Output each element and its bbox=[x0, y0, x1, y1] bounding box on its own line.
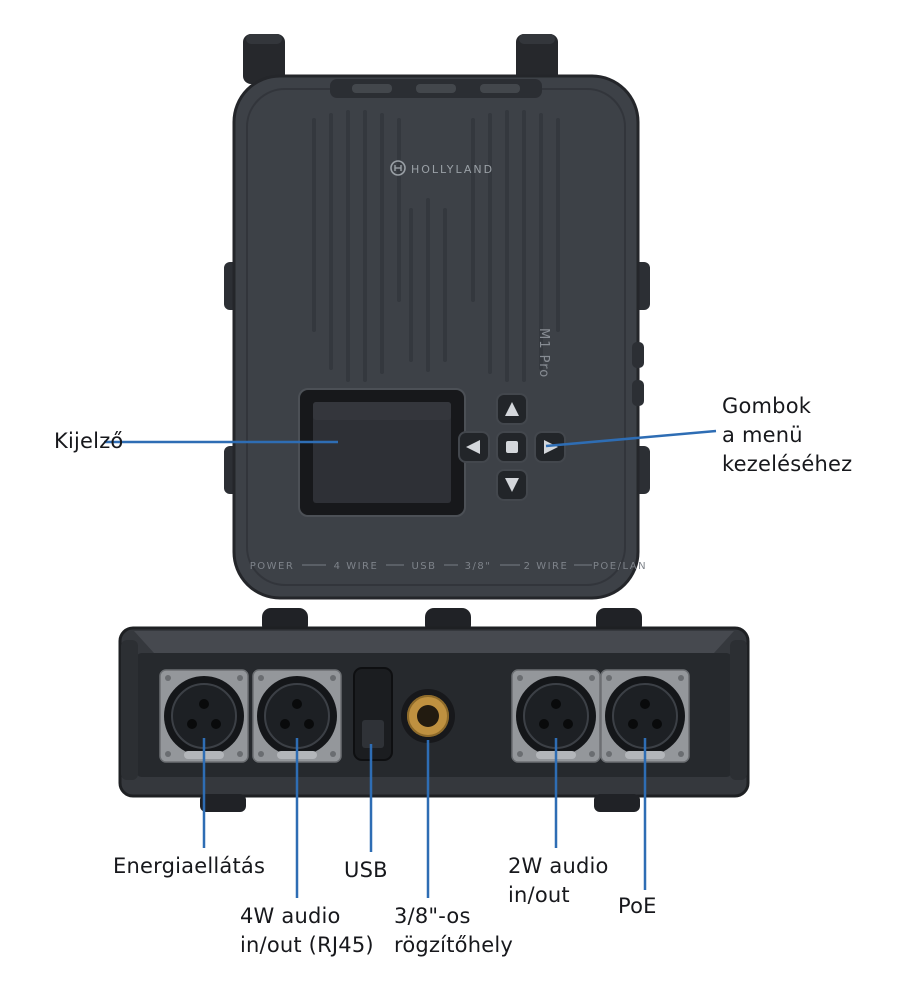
callout-line-buttons bbox=[545, 429, 717, 448]
callout-label-4w-audio: 4W audio in/out (RJ45) bbox=[240, 904, 374, 957]
button-down[interactable] bbox=[496, 469, 528, 501]
side-button-1 bbox=[632, 342, 644, 368]
port-label-38: 3/8" bbox=[465, 561, 492, 572]
usb-port[interactable] bbox=[353, 667, 393, 761]
connector-poe[interactable] bbox=[600, 669, 690, 763]
callout-label-2w-audio: 2W audio in/out bbox=[508, 854, 609, 907]
top-strip bbox=[330, 79, 542, 98]
button-left[interactable] bbox=[458, 431, 490, 463]
brand-logo: HOLLYLAND bbox=[390, 160, 494, 176]
connector-power[interactable] bbox=[159, 669, 249, 763]
callout-label-menu-buttons: Gombok a menü kezeléséhez bbox=[722, 394, 853, 476]
callout-label-usb: USB bbox=[344, 858, 388, 882]
arrow-left-icon bbox=[466, 440, 480, 454]
callout-label-display: Kijelző bbox=[54, 429, 124, 453]
callout-lines bbox=[104, 429, 717, 898]
callout-label-mount: 3/8"-os rögzítőhely bbox=[394, 904, 513, 957]
bottom-top-face bbox=[134, 631, 734, 653]
button-up[interactable] bbox=[496, 393, 528, 425]
arrow-down-icon bbox=[505, 478, 519, 492]
device-bottom-view bbox=[118, 608, 750, 812]
model-text: M1 Pro bbox=[536, 328, 551, 378]
foot-left bbox=[200, 794, 246, 812]
port-label-usb: USB bbox=[411, 561, 436, 572]
port-label-4wire: 4 WIRE bbox=[334, 561, 379, 572]
right-endcap bbox=[730, 640, 747, 780]
square-icon bbox=[506, 441, 518, 453]
port-label-2wire: 2 WIRE bbox=[524, 561, 569, 572]
button-center[interactable] bbox=[496, 431, 528, 463]
menu-buttons[interactable] bbox=[458, 393, 566, 501]
arrow-right-icon bbox=[544, 440, 558, 454]
side-button-2 bbox=[632, 380, 644, 406]
port-label-poelan: POE/LAN bbox=[593, 561, 647, 572]
display-screen bbox=[298, 388, 466, 517]
left-endcap bbox=[121, 640, 138, 780]
device-rear-view: HOLLYLAND M1 Pro bbox=[224, 34, 650, 600]
vent-ribs bbox=[312, 110, 560, 382]
port-label-row: POWER 4 WIRE USB 3/8" 2 WIRE POE/LAN bbox=[250, 561, 647, 572]
antenna-left-icon bbox=[243, 34, 285, 84]
foot-right bbox=[594, 794, 640, 812]
callout-label-power: Energiaellátás bbox=[113, 854, 266, 878]
button-right[interactable] bbox=[534, 431, 566, 463]
port-label-power: POWER bbox=[250, 561, 295, 572]
brand-text: HOLLYLAND bbox=[411, 163, 494, 176]
rear-body bbox=[232, 74, 640, 600]
antenna-right-icon bbox=[516, 34, 558, 84]
callout-label-poe: PoE bbox=[618, 894, 657, 918]
arrow-up-icon bbox=[505, 402, 519, 416]
mount-thread[interactable] bbox=[401, 689, 455, 743]
